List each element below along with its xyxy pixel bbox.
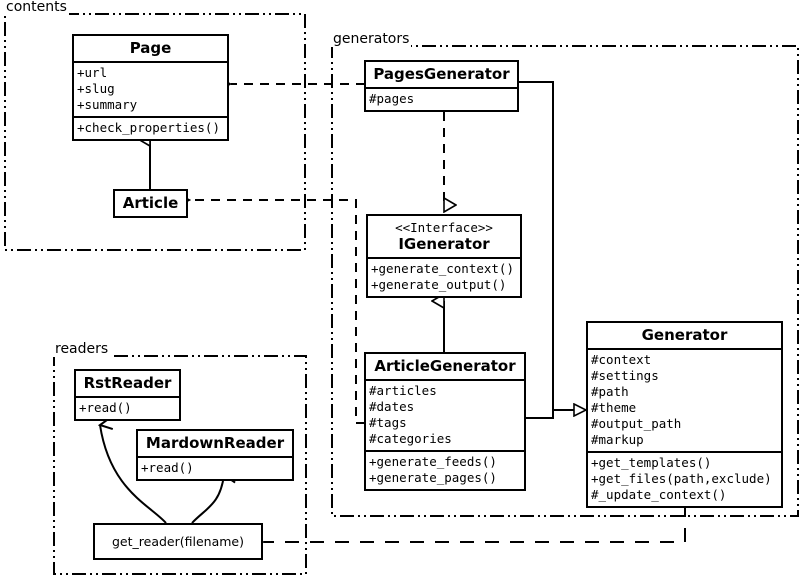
class-box-generator[interactable]: Generator #context #settings #path #them…	[586, 321, 783, 509]
method: #_update_context()	[591, 487, 727, 503]
attribute: #dates	[369, 399, 415, 415]
class-name-articlegenerator: ArticleGenerator	[374, 357, 516, 375]
generalization-articlegenerator-to-generator	[526, 410, 554, 419]
class-box-mardownreader[interactable]: MardownReader +read()	[136, 429, 294, 482]
class-methods-igenerator: +generate_context() +generate_output()	[368, 256, 520, 296]
class-attributes-generator: #context #settings #path #theme #output_…	[588, 348, 781, 451]
class-box-rstreader[interactable]: RstReader +read()	[74, 369, 181, 422]
attribute: +url	[77, 65, 108, 81]
creates-mardownreader-arrow	[191, 475, 224, 524]
class-attributes-articlegenerator: #articles #dates #tags #categories	[366, 379, 524, 450]
class-name-article: Article	[122, 194, 179, 212]
class-methods-mardownreader: +read()	[138, 456, 292, 479]
method: +check_properties()	[77, 120, 220, 136]
creates-rstreader-arrow	[100, 425, 167, 524]
class-name-pagesgenerator: PagesGenerator	[373, 65, 510, 83]
attribute: #settings	[591, 368, 659, 384]
package-label-generators: generators	[331, 31, 412, 47]
class-name-mardownreader: MardownReader	[145, 434, 285, 452]
package-border-readers	[53, 355, 307, 575]
method: +generate_context()	[371, 260, 514, 276]
generalization-pagesgenerator-to-generator	[519, 81, 586, 410]
method: +read()	[79, 400, 132, 416]
class-attributes-pagesgenerator: #pages	[366, 87, 517, 110]
attribute: +summary	[77, 97, 138, 113]
package-border-generators	[331, 45, 799, 517]
class-box-igenerator[interactable]: <<Interface>> IGenerator +generate_conte…	[366, 214, 522, 298]
dependency-generator-to-get-reader	[264, 503, 686, 542]
class-name-generator: Generator	[641, 326, 728, 344]
class-methods-page: +check_properties()	[74, 116, 227, 139]
attribute: #context	[591, 352, 652, 368]
class-name-igenerator: <<Interface>> IGenerator	[368, 216, 520, 257]
method: +generate_feeds()	[369, 454, 497, 470]
attribute: #pages	[369, 91, 415, 107]
class-methods-generator: +get_templates() +get_files(path,exclude…	[588, 451, 781, 506]
class-attributes-page: +url +slug +summary	[74, 61, 227, 116]
attribute: #tags	[369, 415, 407, 431]
method: +get_templates()	[591, 455, 712, 471]
attribute: #path	[591, 384, 629, 400]
method: +generate_pages()	[369, 470, 497, 486]
package-label-readers: readers	[53, 341, 111, 357]
class-name-page: Page	[129, 39, 172, 57]
dependency-articlegenerator-to-article	[190, 200, 365, 424]
package-border-contents	[4, 13, 306, 251]
attribute: #output_path	[591, 416, 682, 432]
method: +get_files(path,exclude)	[591, 471, 772, 487]
method: +read()	[141, 460, 194, 476]
class-name-text-igenerator: IGenerator	[398, 234, 490, 253]
class-name-rstreader: RstReader	[83, 374, 172, 392]
class-stereotype-igenerator: <<Interface>>	[395, 220, 493, 235]
class-methods-rstreader: +read()	[76, 396, 179, 419]
class-box-pagesgenerator[interactable]: PagesGenerator #pages	[364, 60, 519, 113]
function-label-get-reader: get_reader(filename)	[112, 534, 244, 549]
attribute: #categories	[369, 431, 452, 447]
attribute: #markup	[591, 432, 644, 448]
function-box-get-reader[interactable]: get_reader(filename)	[93, 523, 263, 560]
method: +generate_output()	[371, 276, 507, 292]
attribute: #articles	[369, 383, 437, 399]
attribute: #theme	[591, 400, 637, 416]
class-box-article[interactable]: Article	[113, 189, 188, 219]
class-methods-articlegenerator: +generate_feeds() +generate_pages()	[366, 450, 524, 489]
package-label-contents: contents	[4, 0, 69, 15]
attribute: +slug	[77, 81, 115, 97]
class-box-articlegenerator[interactable]: ArticleGenerator #articles #dates #tags …	[364, 352, 526, 492]
class-box-page[interactable]: Page +url +slug +summary +check_properti…	[72, 34, 229, 142]
